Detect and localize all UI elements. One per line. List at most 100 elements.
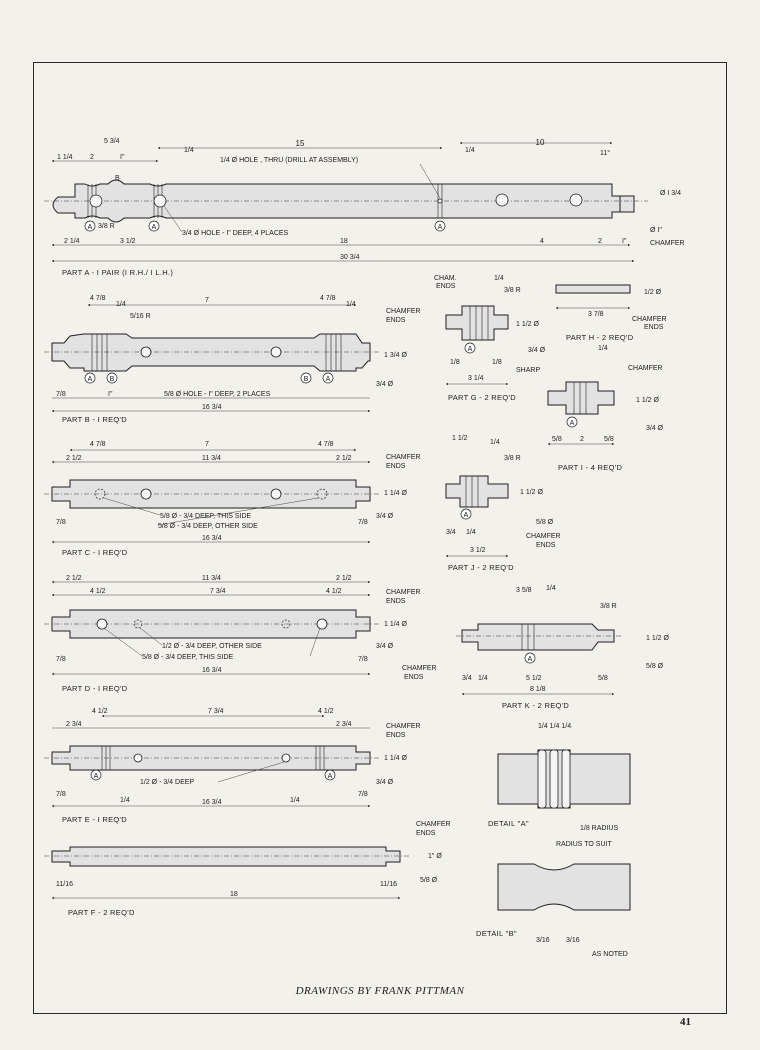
part-a-dim: 2 bbox=[598, 238, 602, 245]
part-c-dim: 4 7/8 bbox=[318, 441, 334, 448]
part-c-dim: 3/4 Ø bbox=[376, 513, 394, 520]
part-e-dim: 16 3/4 bbox=[202, 799, 222, 806]
part-k-dim: 5/8 bbox=[598, 675, 608, 682]
part-h: 1/2 Ø 3 7/8 CHAMFER ENDS PART H - 2 REQ'… bbox=[555, 284, 667, 342]
part-b-callout: B bbox=[110, 376, 115, 383]
part-j-ends: ENDS bbox=[536, 542, 556, 549]
part-f-dim: 11/16 bbox=[380, 881, 397, 888]
part-a-title: PART A - I PAIR (I R.H./ I L.H.) bbox=[62, 268, 173, 277]
part-k-dim: 3 5/8 bbox=[516, 587, 532, 594]
part-a-hole bbox=[89, 194, 103, 208]
part-j-dim: 1 1/2 bbox=[452, 435, 468, 442]
part-i-dim: 2 bbox=[580, 436, 584, 443]
part-e-dim: 7/8 bbox=[56, 791, 66, 798]
part-k-dim: 1/4 bbox=[546, 585, 556, 592]
part-e-dim: 2 3/4 bbox=[336, 721, 352, 728]
part-a-end-pin bbox=[619, 195, 635, 213]
part-e-dim: 2 3/4 bbox=[66, 721, 82, 728]
part-i-sharp: SHARP bbox=[516, 367, 540, 374]
part-b-dim: 7 bbox=[205, 297, 209, 304]
part-b-dim: 4 7/8 bbox=[320, 295, 336, 302]
part-e-hole bbox=[133, 753, 143, 763]
part-d-dim: 7 3/4 bbox=[210, 588, 226, 595]
part-d-dim: 4 1/2 bbox=[90, 588, 106, 595]
part-i-dim: 3/4 Ø bbox=[646, 425, 664, 432]
part-c-hidden-hole bbox=[94, 488, 106, 500]
part-d-note: 1/2 Ø - 3/4 DEEP, OTHER SIDE bbox=[162, 643, 262, 650]
part-j-title: PART J - 2 REQ'D bbox=[448, 563, 514, 572]
part-a-callout: A bbox=[438, 224, 443, 231]
part-c-chamfer: CHAMFER bbox=[386, 454, 421, 461]
part-f-title: PART F - 2 REQ'D bbox=[68, 908, 135, 917]
part-k-title: PART K - 2 REQ'D bbox=[502, 701, 569, 710]
part-a-hole bbox=[495, 193, 509, 207]
part-b-callout: B bbox=[304, 376, 309, 383]
part-f-chamfer: CHAMFER bbox=[416, 821, 451, 828]
part-j-callout: A bbox=[464, 512, 469, 519]
part-i-dim: 1/4 bbox=[598, 345, 608, 352]
part-j-chamfer: CHAMFER bbox=[526, 533, 561, 540]
part-g: CHAM. ENDS 1/4 3/8 R 1 1/2 Ø 3/4 Ø A 1/8… bbox=[434, 275, 546, 402]
detail-b: RADIUS TO SUIT 3/16 3/16 AS NOTED DETAIL… bbox=[476, 841, 631, 958]
detail-b-section bbox=[497, 863, 631, 911]
part-k: 3 5/8 1/4 3/8 R 1 1/2 Ø 5/8 Ø CHAMFER EN… bbox=[402, 585, 670, 710]
part-b-dim: 1 3/4 Ø bbox=[384, 352, 408, 359]
part-b-hole bbox=[140, 346, 152, 358]
part-a-dim: Ø I" bbox=[650, 227, 662, 234]
part-a-dim: 2 bbox=[90, 154, 94, 161]
part-j-dim: 1/4 bbox=[466, 529, 476, 536]
part-b-callout: A bbox=[88, 376, 93, 383]
part-g-dim: 3/8 R bbox=[504, 287, 521, 294]
part-j-dim: 3/8 R bbox=[504, 455, 521, 462]
part-b-note: 5/8 Ø HOLE - I" DEEP, 2 PLACES bbox=[164, 391, 271, 398]
part-c-ends: ENDS bbox=[386, 463, 406, 470]
part-j-dim: 1/4 bbox=[490, 439, 500, 446]
part-e-dim: 1/4 bbox=[290, 797, 300, 804]
part-e-chamfer: CHAMFER bbox=[386, 723, 421, 730]
drawing-frame bbox=[33, 62, 727, 1014]
part-c-dim: 2 1/2 bbox=[66, 455, 82, 462]
part-g-body bbox=[445, 305, 509, 341]
part-d-dim: 3/4 Ø bbox=[376, 643, 394, 650]
part-e-dim: 1 1/4 Ø bbox=[384, 755, 408, 762]
part-h-dim: 1/2 Ø bbox=[644, 289, 662, 296]
part-f-ends: ENDS bbox=[416, 830, 436, 837]
part-e-callout: A bbox=[94, 773, 99, 780]
part-d: 2 1/2 11 3/4 2 1/2 4 1/2 7 3/4 4 1/2 CHA… bbox=[44, 575, 421, 693]
part-j-dim: 5/8 Ø bbox=[536, 519, 554, 526]
part-g-ends: ENDS bbox=[436, 283, 456, 290]
part-c-dim: 4 7/8 bbox=[90, 441, 106, 448]
part-c-dim: 11 3/4 bbox=[202, 455, 221, 462]
part-e-ends: ENDS bbox=[386, 732, 406, 739]
detail-a-title: DETAIL "A" bbox=[488, 819, 529, 828]
part-b-dim: 5/16 R bbox=[130, 313, 151, 320]
detail-b-radius: RADIUS TO SUIT bbox=[556, 841, 612, 848]
part-c-hole bbox=[140, 488, 152, 500]
part-k-chamfer: CHAMFER bbox=[402, 665, 437, 672]
part-c-note: 5/8 Ø - 3/4 DEEP, OTHER SIDE bbox=[158, 523, 258, 530]
part-a-dim: CHAMFER bbox=[650, 240, 685, 247]
part-a-hole bbox=[153, 194, 167, 208]
part-i-body bbox=[547, 381, 615, 415]
part-a-dim: 5 3/4 bbox=[104, 138, 120, 145]
part-d-title: PART D - I REQ'D bbox=[62, 684, 128, 693]
detail-a-dims: 1/4 1/4 1/4 bbox=[538, 723, 571, 730]
part-c-title: PART C - I REQ'D bbox=[62, 548, 128, 557]
part-f-shaft bbox=[51, 846, 401, 867]
part-a-callout: A bbox=[88, 224, 93, 231]
part-f-dim: 18 bbox=[230, 891, 238, 898]
detail-b-dim: 3/16 bbox=[566, 937, 580, 944]
part-k-dim: 3/8 R bbox=[600, 603, 617, 610]
part-e-note: 1/2 Ø - 3/4 DEEP bbox=[140, 779, 194, 786]
part-b-dim: 16 3/4 bbox=[202, 404, 222, 411]
part-d-dim: 2 1/2 bbox=[336, 575, 352, 582]
part-h-rod bbox=[555, 284, 631, 294]
part-f-dim: 1" Ø bbox=[428, 853, 442, 860]
part-e-callout: A bbox=[328, 773, 333, 780]
part-e-title: PART E - I REQ'D bbox=[62, 815, 127, 824]
part-i-callout: A bbox=[570, 420, 575, 427]
part-b: 4 7/8 7 4 7/8 1/4 1/4 5/16 R CHAMFER END… bbox=[44, 295, 421, 424]
part-c-dim: 16 3/4 bbox=[202, 535, 222, 542]
part-k-dim: 3/4 bbox=[462, 675, 472, 682]
